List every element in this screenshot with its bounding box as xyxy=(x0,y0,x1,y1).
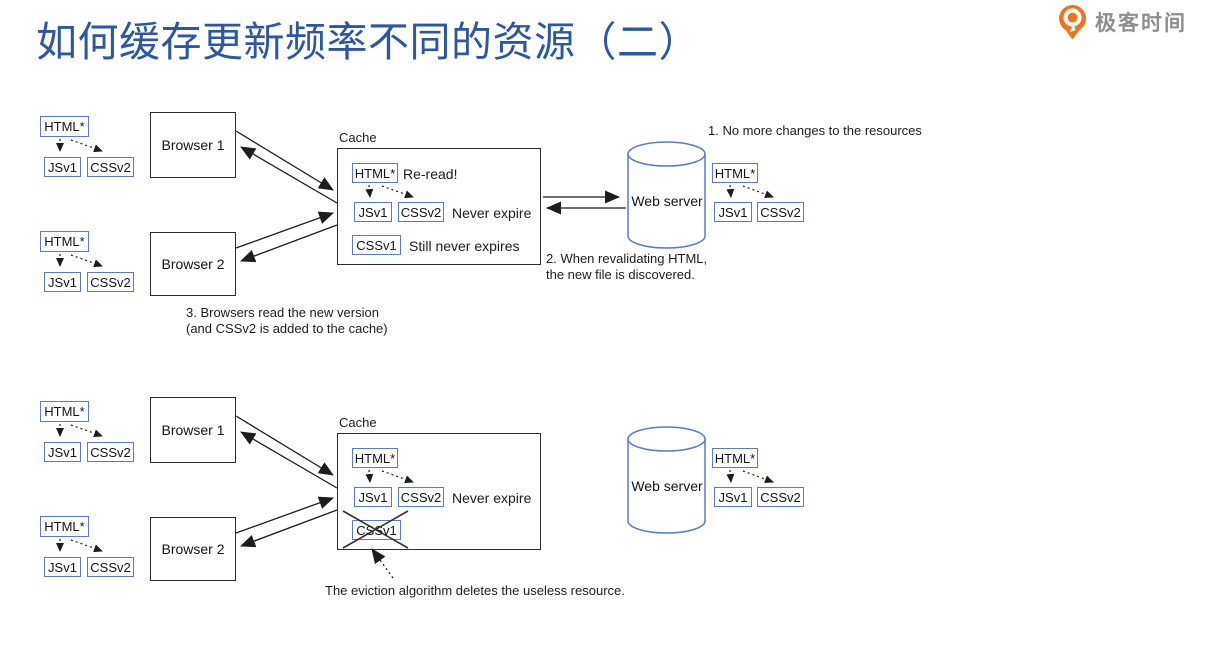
d1-note2-line1: 2. When revalidating HTML, xyxy=(546,251,708,266)
d1-note2: 2. When revalidating HTML, the new file … xyxy=(546,251,707,283)
d2-server-html-box: HTML* xyxy=(712,448,758,468)
d2-b2-jsv1-box: JSv1 xyxy=(44,557,81,577)
d2-b1-cssv2-box: CSSv2 xyxy=(87,442,134,462)
d1-note1: 1. No more changes to the resources xyxy=(708,123,922,138)
d1-cache-cssv2-box: CSSv2 xyxy=(398,202,444,222)
d2-cache-html-box: HTML* xyxy=(352,448,398,468)
d1-note3: 3. Browsers read the new version (and CS… xyxy=(186,305,388,337)
brand-name: 极客时间 xyxy=(1095,12,1187,35)
geektime-icon xyxy=(1059,5,1086,40)
d1-b2-html-box: HTML* xyxy=(40,231,89,252)
d1-cache-cssv1-box: CSSv1 xyxy=(352,235,401,255)
d2-b2-html-box: HTML* xyxy=(40,516,89,537)
d2-cache-cssv1-box: CSSv1 xyxy=(352,520,401,540)
d1-b1-cssv2-box: CSSv2 xyxy=(87,157,134,177)
d2-never-expire-label: Never expire xyxy=(452,490,532,506)
d2-browser1-box: Browser 1 xyxy=(150,397,236,463)
d1-note3-line1: 3. Browsers read the new version xyxy=(186,305,379,320)
d1-b1-jsv1-box: JSv1 xyxy=(44,157,81,177)
d2-cache-jsv1-box: JSv1 xyxy=(354,487,392,507)
d1-cache-html-box: HTML* xyxy=(352,163,398,183)
d2-server-cssv2-box: CSSv2 xyxy=(757,487,804,507)
d2-cache-cssv2-box: CSSv2 xyxy=(398,487,444,507)
d1-browser2-box: Browser 2 xyxy=(150,232,236,296)
d1-b1-html-box: HTML* xyxy=(40,116,89,137)
d2-b1-html-box: HTML* xyxy=(40,401,89,422)
d2-b2-cssv2-box: CSSv2 xyxy=(87,557,134,577)
brand-logo: 极客时间 xyxy=(1057,4,1187,40)
d1-web-server-label: Web server xyxy=(631,193,703,209)
d2-browser2-box: Browser 2 xyxy=(150,517,236,581)
d1-cache-label: Cache xyxy=(339,130,377,145)
d1-cache-jsv1-box: JSv1 xyxy=(354,202,392,222)
d2-eviction-arrow xyxy=(371,548,394,579)
d1-b2-jsv1-box: JSv1 xyxy=(44,272,81,292)
d1-server-html-box: HTML* xyxy=(712,163,758,183)
d2-b1-jsv1-box: JSv1 xyxy=(44,442,81,462)
d2-web-server-label: Web server xyxy=(631,478,703,494)
d2-server-jsv1-box: JSv1 xyxy=(714,487,752,507)
d1-never-expire-label: Never expire xyxy=(452,205,532,221)
d2-cache-label: Cache xyxy=(339,415,377,430)
d1-still-never-expires-label: Still never expires xyxy=(409,238,520,254)
d1-note3-line2: (and CSSv2 is added to the cache) xyxy=(186,321,388,336)
d1-server-cssv2-box: CSSv2 xyxy=(757,202,804,222)
d2-solid-arrows xyxy=(235,415,338,548)
d2-eviction-note: The eviction algorithm deletes the usele… xyxy=(325,583,625,598)
d1-server-jsv1-box: JSv1 xyxy=(714,202,752,222)
page-title: 如何缓存更新频率不同的资源（二） xyxy=(36,19,700,65)
d1-browser1-box: Browser 1 xyxy=(150,112,236,178)
d1-reread-label: Re-read! xyxy=(403,166,458,182)
d1-note2-line2: the new file is discovered. xyxy=(546,267,695,282)
d1-b2-cssv2-box: CSSv2 xyxy=(87,272,134,292)
